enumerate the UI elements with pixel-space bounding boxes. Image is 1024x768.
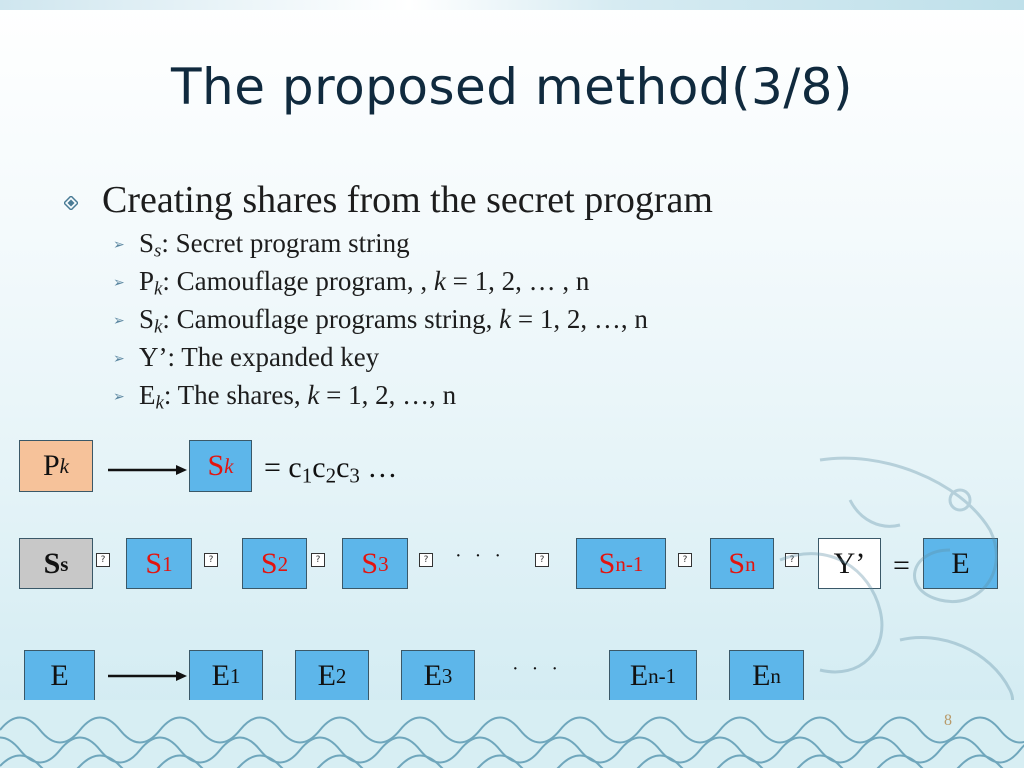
page-number: 8: [944, 712, 952, 729]
ellipsis-dots: · · ·: [512, 658, 562, 680]
expanded-key-box: Y’: [818, 538, 881, 589]
wave-pattern-decoration: [0, 700, 1024, 768]
main-bullet-text: Creating shares from the secret program: [102, 179, 713, 221]
top-decor-bar: [0, 0, 1024, 10]
arrow-bullet-icon: ➢: [113, 352, 125, 368]
sk-equation: = c1c2c3 …: [264, 451, 398, 488]
subitem-secret-string: ➢Ss: Secret program string: [113, 228, 410, 262]
arrow-bullet-icon: ➢: [113, 238, 125, 254]
xor-operator-icon: ?: [204, 553, 218, 567]
e-source-box: E: [24, 650, 95, 701]
slide-title: The proposed method(3/8): [170, 58, 854, 116]
dragon-decoration-icon: [779, 456, 1015, 725]
ellipsis-dots: · · ·: [455, 545, 505, 567]
e-result-box: E: [923, 538, 998, 589]
xor-operator-icon: ?: [311, 553, 325, 567]
diamond-bullet-icon: [64, 196, 78, 210]
xor-operator-icon: ?: [535, 553, 549, 567]
subitem-expanded-key: ➢Y’: The expanded key: [113, 342, 380, 372]
right-arrow-icon: [108, 671, 187, 681]
xor-operator-icon: ?: [678, 553, 692, 567]
subitem-camouflage-strings: ➢Sk: Camouflage programs string, k = 1, …: [113, 304, 648, 338]
xor-operator-icon: ?: [96, 553, 110, 567]
arrow-bullet-icon: ➢: [113, 276, 125, 292]
subitem-camouflage-program: ➢Pk: Camouflage program, , k = 1, 2, … ,…: [113, 266, 590, 300]
xor-operator-icon: ?: [785, 553, 799, 567]
equals-sign: =: [893, 549, 910, 582]
subitem-shares: ➢Ek: The shares, k = 1, 2, …, n: [113, 380, 457, 414]
arrow-bullet-icon: ➢: [113, 390, 125, 406]
xor-operator-icon: ?: [419, 553, 433, 567]
arrow-bullet-icon: ➢: [113, 314, 125, 330]
right-arrow-icon: [108, 465, 187, 475]
main-bullet: Creating shares from the secret program: [64, 178, 713, 222]
